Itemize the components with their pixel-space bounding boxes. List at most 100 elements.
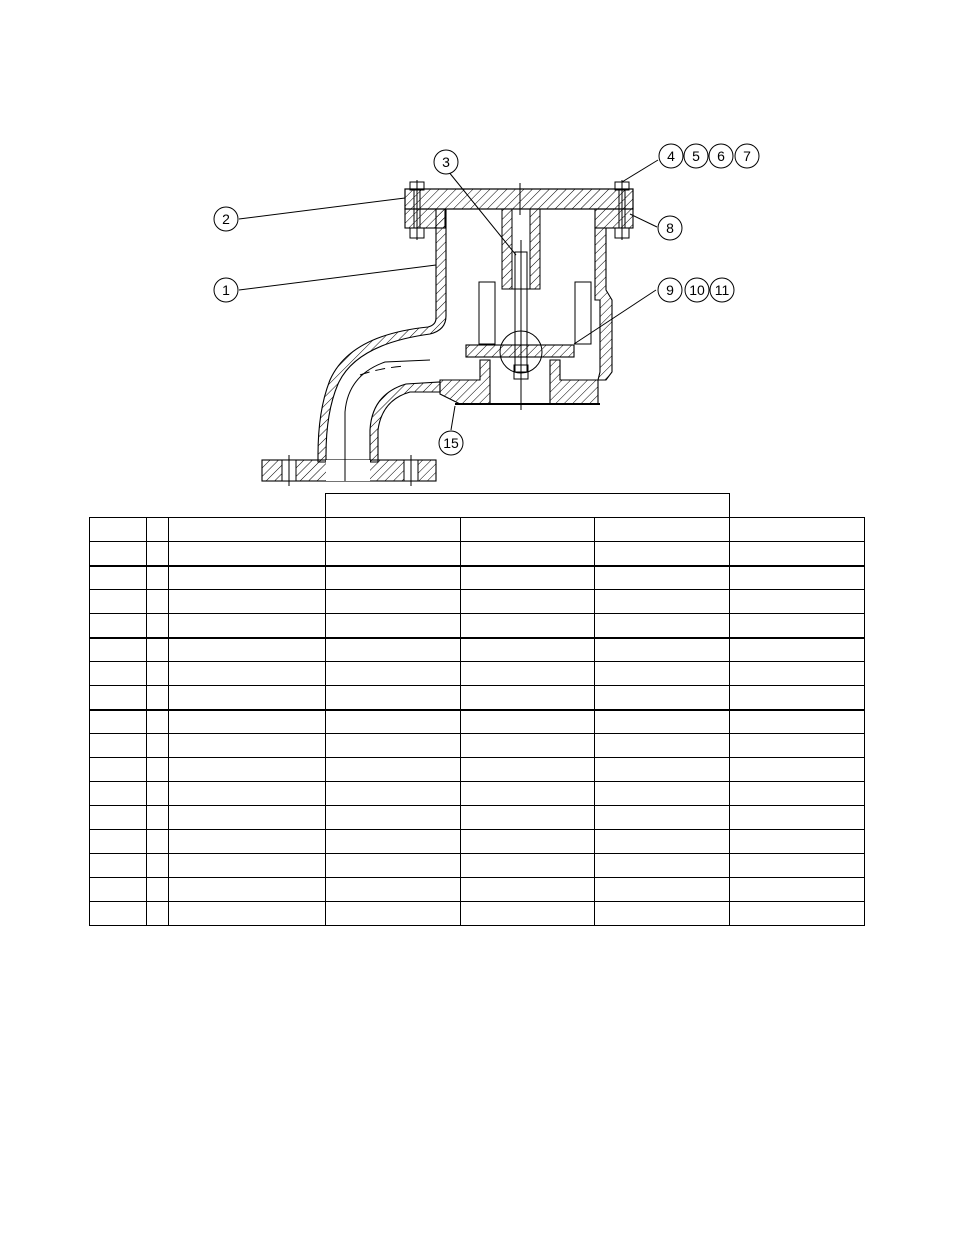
svg-text:1: 1 xyxy=(222,282,230,298)
table-row xyxy=(89,853,865,878)
table-cell xyxy=(325,708,461,734)
table-cell xyxy=(89,901,147,926)
group-header-spacer xyxy=(90,494,326,518)
table-row xyxy=(89,805,865,830)
table-cell xyxy=(146,517,169,542)
table-cell xyxy=(146,805,169,830)
table-cell xyxy=(168,564,326,590)
table-cell xyxy=(89,589,147,614)
table-cell xyxy=(168,757,326,782)
table-cell xyxy=(729,901,865,926)
table-cell xyxy=(594,636,730,662)
table-cell xyxy=(168,877,326,902)
table-cell xyxy=(460,589,595,614)
svg-text:4: 4 xyxy=(667,148,675,164)
table-row xyxy=(89,613,865,638)
table-cell xyxy=(594,781,730,806)
table-cell xyxy=(168,541,326,566)
table-cell xyxy=(168,853,326,878)
table-cell xyxy=(89,781,147,806)
table-row xyxy=(89,589,865,614)
table-cell xyxy=(325,636,461,662)
table-cell xyxy=(89,829,147,854)
svg-text:2: 2 xyxy=(222,211,230,227)
balloon-6: 6 xyxy=(708,143,734,169)
svg-text:6: 6 xyxy=(717,148,725,164)
table-cell xyxy=(594,661,730,686)
table-cell xyxy=(594,853,730,878)
table-cell xyxy=(89,541,147,566)
table-cell xyxy=(168,636,326,662)
svg-text:8: 8 xyxy=(666,220,674,236)
cover-plate xyxy=(404,183,634,215)
table-cell xyxy=(89,661,147,686)
table-cell xyxy=(460,757,595,782)
table-cell xyxy=(89,517,147,542)
table-cell xyxy=(729,613,865,638)
table-cell xyxy=(729,877,865,902)
table-cell xyxy=(325,805,461,830)
group-header-cell xyxy=(325,493,730,518)
table-cell xyxy=(460,805,595,830)
svg-text:10: 10 xyxy=(689,282,705,298)
table-cell xyxy=(89,613,147,638)
valve-cross-section-drawing: 1 2 3 4 5 6 7 8 9 10 11 15 xyxy=(213,143,760,486)
table-cell xyxy=(146,708,169,734)
table-cell xyxy=(460,781,595,806)
table-cell xyxy=(89,853,147,878)
table-cell xyxy=(89,805,147,830)
table-cell xyxy=(460,685,595,710)
balloon-3: 3 xyxy=(433,149,459,175)
table-cell xyxy=(89,708,147,734)
table-row xyxy=(89,829,865,854)
balloon-4: 4 xyxy=(658,143,684,169)
table-cell xyxy=(729,829,865,854)
table-cell xyxy=(146,829,169,854)
balloon-11: 11 xyxy=(709,277,735,303)
table-cell xyxy=(325,733,461,758)
table-cell xyxy=(729,733,865,758)
table-cell xyxy=(168,901,326,926)
stem xyxy=(514,240,528,410)
table-cell xyxy=(460,829,595,854)
table-cell xyxy=(168,613,326,638)
table-cell xyxy=(460,853,595,878)
table-cell xyxy=(89,733,147,758)
svg-text:5: 5 xyxy=(692,148,700,164)
table-cell xyxy=(729,636,865,662)
table-cell xyxy=(594,685,730,710)
table-cell xyxy=(146,564,169,590)
table-cell xyxy=(89,636,147,662)
table-cell xyxy=(325,589,461,614)
table-row xyxy=(89,901,865,926)
table-row xyxy=(89,564,865,590)
balloon-2: 2 xyxy=(213,206,239,232)
table-cell xyxy=(168,685,326,710)
table-cell xyxy=(168,589,326,614)
table-row xyxy=(89,733,865,758)
table-cell xyxy=(325,901,461,926)
table-cell xyxy=(168,517,326,542)
table-cell xyxy=(89,685,147,710)
table-cell xyxy=(146,589,169,614)
table-cell xyxy=(729,685,865,710)
table-row xyxy=(89,661,865,686)
table-cell xyxy=(146,853,169,878)
balloon-5: 5 xyxy=(683,143,709,169)
table-row xyxy=(89,636,865,662)
table-cell xyxy=(460,733,595,758)
table-cell xyxy=(594,613,730,638)
table-cell xyxy=(594,564,730,590)
table-cell xyxy=(729,589,865,614)
table-cell xyxy=(729,805,865,830)
table-cell xyxy=(460,901,595,926)
balloon-1: 1 xyxy=(213,277,239,303)
table-cell xyxy=(729,781,865,806)
table-cell xyxy=(325,853,461,878)
balloon-9: 9 xyxy=(657,277,683,303)
svg-text:15: 15 xyxy=(443,435,459,451)
table-cell xyxy=(325,685,461,710)
table-cell xyxy=(325,517,461,542)
table-cell xyxy=(460,613,595,638)
table-cell xyxy=(325,661,461,686)
